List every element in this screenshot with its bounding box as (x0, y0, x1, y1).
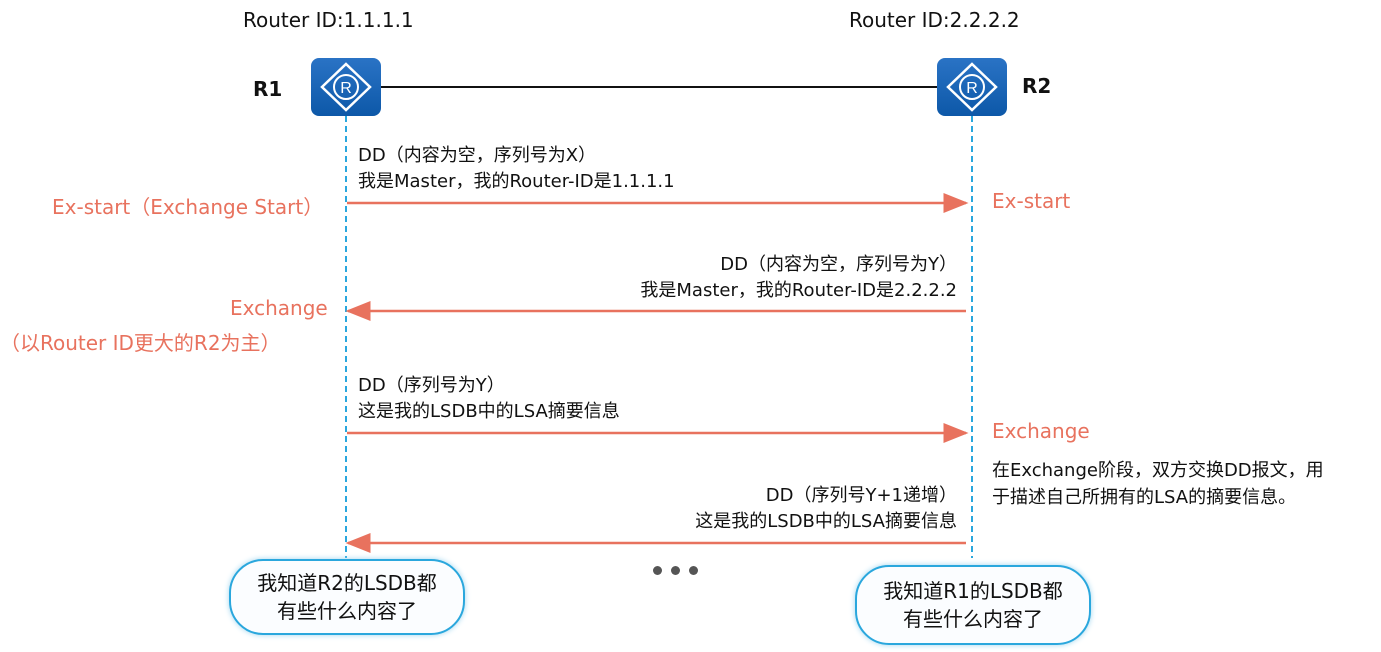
state-left-exstart: Ex-start（Exchange Start） (52, 195, 324, 219)
exchange-note: 在Exchange阶段，双方交换DD报文，用 于描述自己所拥有的LSA的摘要信息… (992, 457, 1324, 511)
message-3-line2: 这是我的LSDB中的LSA摘要信息 (358, 401, 620, 422)
r1-thought-bubble: 我知道R2的LSDB都 有些什么内容了 (229, 559, 465, 635)
r1-router-id: Router ID:1.1.1.1 (243, 8, 414, 32)
message-1-text: DD（内容为空，序列号为X） 我是Master，我的Router-ID是1.1.… (358, 143, 675, 195)
r2-router-icon: R (937, 58, 1007, 116)
state-right-exstart: Ex-start (992, 189, 1071, 213)
exchange-note-line2: 于描述自己所拥有的LSA的摘要信息。 (992, 487, 1297, 508)
r1-label: R1 (253, 77, 283, 101)
message-2-line2: 我是Master，我的Router-ID是2.2.2.2 (640, 280, 957, 301)
message-1-line1: DD（内容为空，序列号为X） (358, 145, 597, 166)
r1-bubble-line1: 我知道R2的LSDB都 (257, 571, 437, 595)
state-left-exchange: Exchange (230, 296, 328, 320)
r1-router-icon: R (311, 58, 381, 116)
message-4-text: DD（序列号Y+1递增） 这是我的LSDB中的LSA摘要信息 (695, 483, 957, 535)
message-3-line1: DD（序列号为Y） (358, 375, 505, 396)
r2-thought-bubble: 我知道R1的LSDB都 有些什么内容了 (855, 565, 1091, 645)
r2-label: R2 (1022, 74, 1052, 98)
ellipsis-icon (653, 566, 698, 575)
r2-bubble-line1: 我知道R1的LSDB都 (883, 579, 1063, 603)
message-4-line2: 这是我的LSDB中的LSA摘要信息 (695, 511, 957, 532)
state-left-exchange-note: （以Router ID更大的R2为主） (0, 331, 281, 355)
r2-bubble-line2: 有些什么内容了 (903, 607, 1043, 631)
svg-text:R: R (340, 80, 352, 97)
state-right-exchange: Exchange (992, 419, 1090, 443)
message-4-line1: DD（序列号Y+1递增） (765, 485, 957, 506)
message-2-line1: DD（内容为空，序列号为Y） (720, 254, 957, 275)
r2-router-id: Router ID:2.2.2.2 (849, 8, 1020, 32)
message-3-text: DD（序列号为Y） 这是我的LSDB中的LSA摘要信息 (358, 373, 620, 425)
svg-text:R: R (966, 80, 978, 97)
r1-bubble-line2: 有些什么内容了 (277, 599, 417, 623)
message-2-text: DD（内容为空，序列号为Y） 我是Master，我的Router-ID是2.2.… (640, 252, 957, 304)
message-1-line2: 我是Master，我的Router-ID是1.1.1.1 (358, 171, 675, 192)
exchange-note-line1: 在Exchange阶段，双方交换DD报文，用 (992, 460, 1324, 481)
